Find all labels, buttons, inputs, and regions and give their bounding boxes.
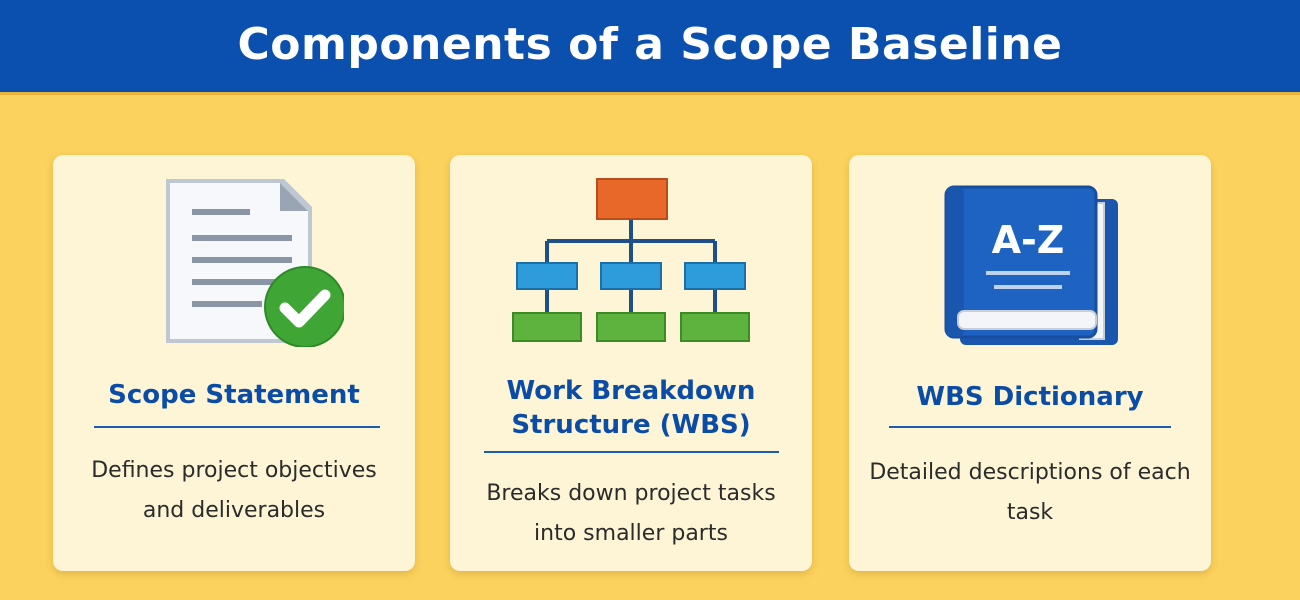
page-title: Components of a Scope Baseline (237, 18, 1063, 70)
card-title: WBS Dictionary (916, 382, 1144, 412)
card-wbs-dictionary: A-Z WBS Dictionary Detailed descriptions… (849, 155, 1211, 571)
dictionary-book-icon: A-Z (944, 185, 1118, 345)
card-scope-statement: Scope Statement Defines project objectiv… (53, 155, 415, 571)
icon-container (450, 177, 812, 347)
icon-container (53, 177, 415, 347)
icon-container: A-Z (849, 183, 1211, 353)
hierarchy-chart-icon (512, 178, 750, 342)
card-divider (94, 426, 380, 428)
card-description: Detailed descriptions of each task (869, 460, 1191, 525)
card-title: Scope Statement (108, 380, 360, 410)
card-description: Defines project objectives and deliverab… (91, 458, 377, 523)
card-work-breakdown-structure: Work Breakdown Structure (WBS) Breaks do… (450, 155, 812, 571)
book-cover-label: A-Z (992, 218, 1065, 262)
document-check-icon (166, 179, 344, 347)
card-description: Breaks down project tasks into smaller p… (486, 481, 776, 546)
card-title: Work Breakdown Structure (WBS) (506, 376, 756, 440)
card-divider (484, 451, 779, 453)
card-divider (889, 426, 1171, 428)
header-banner: Components of a Scope Baseline (0, 0, 1300, 95)
